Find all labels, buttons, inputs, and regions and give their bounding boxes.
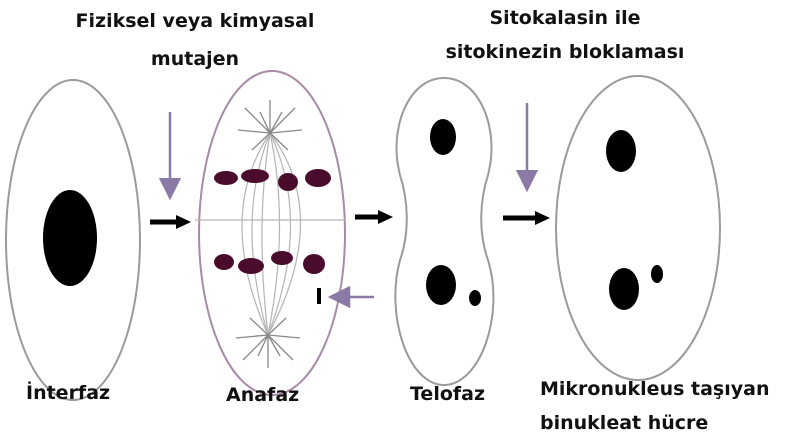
telophase-label: Telofaz [410,381,485,407]
binucleate-label-line2: binukleat hücre [540,410,769,436]
binucleate-label: Mikronukleus taşıyan binukleat hücre [540,376,769,436]
spindle-pole-top [238,100,302,150]
telophase-cell [395,78,493,385]
anaphase-cell [195,71,345,395]
binucleate-nucleus-upper [606,130,636,172]
chromosome [241,169,269,183]
anaphase-label: Anafaz [226,382,299,408]
binucleate-cell [556,76,720,380]
binucleate-label-line1: Mikronukleus taşıyan [540,376,769,402]
cytochalasin-label-line2: sitokinezin bloklaması [430,39,700,65]
telophase-nucleus-upper [430,119,456,155]
spindle-fibers [195,133,345,335]
chromosome [214,254,234,270]
anaphase-membrane [199,71,345,395]
progress-arrow-1 [150,215,191,229]
interphase-label: İnterfaz [26,380,110,406]
telophase-nucleus-lower [426,265,456,305]
mutagen-label-line2: mutajen [60,46,330,72]
lagging-chromosome-fragment [317,288,321,304]
cytochalasin-label-line1: Sitokalasin ile [430,5,700,31]
chromosome [238,258,264,274]
binucleate-membrane [556,76,720,380]
spindle-pole-bottom [236,318,300,368]
chromosome [278,173,298,191]
chromosome [305,169,331,187]
mutagen-label-line1: Fiziksel veya kimyasal [60,8,330,34]
chromosomes-upper [214,169,331,191]
binucleate-nucleus-lower [609,268,639,310]
interphase-cell [6,80,140,400]
binucleate-micronucleus [651,265,663,283]
chromosome [271,251,293,265]
cytochalasin-label: Sitokalasin ile sitokinezin bloklaması [430,5,700,65]
mutagen-label: Fiziksel veya kimyasal mutajen [60,8,330,72]
progress-arrow-2 [355,210,393,224]
progress-arrow-3 [503,211,550,225]
chromosome [303,254,325,274]
chromosome [214,171,238,185]
telophase-micronucleus [469,290,481,306]
interphase-nucleus [43,190,97,286]
chromosomes-lower [214,251,325,274]
